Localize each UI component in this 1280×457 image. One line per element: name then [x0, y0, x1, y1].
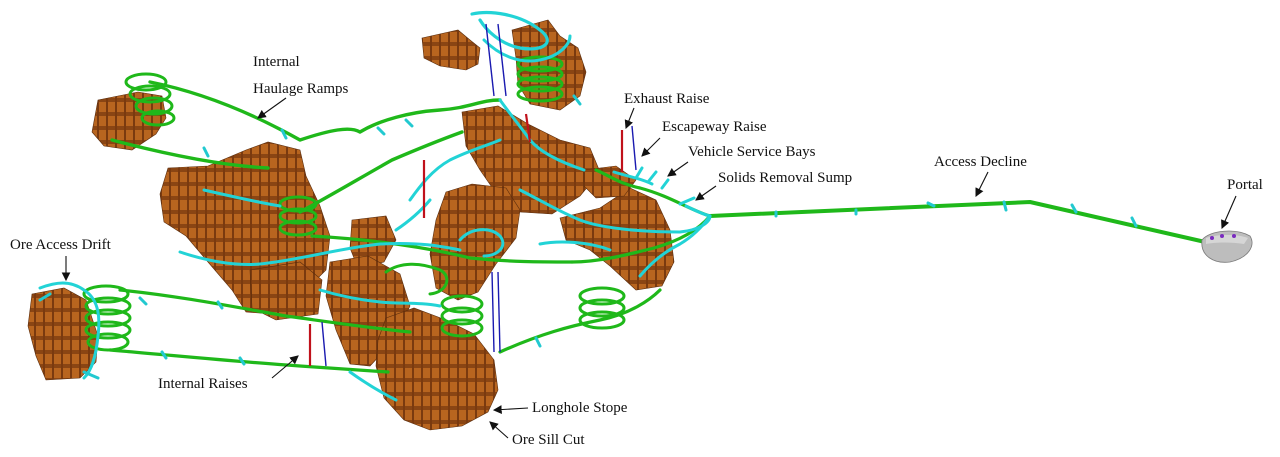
drift-network — [38, 10, 712, 402]
stub — [82, 370, 100, 380]
drift-service-bay — [612, 166, 696, 206]
drift-left-upper — [202, 188, 282, 208]
label-escapeway-raise: Escapeway Raise — [662, 119, 767, 135]
stub — [202, 146, 210, 158]
stub — [572, 94, 582, 106]
stub — [1002, 200, 1008, 212]
ramp-lower-left — [118, 288, 412, 334]
label-longhole-stope: Longhole Stope — [532, 400, 628, 416]
stub — [926, 201, 936, 208]
portal-face — [1206, 235, 1248, 244]
internal-haulage-ramp-upper — [148, 80, 502, 142]
label-exhaust-raise: Exhaust Raise — [624, 91, 710, 107]
portal — [1201, 230, 1253, 263]
drift-bottom-left — [38, 281, 101, 380]
drift-sump — [684, 204, 712, 218]
ramp-right-loop — [498, 288, 662, 354]
internal-raise-blue-top-b — [497, 23, 507, 97]
stope-left-lower — [249, 261, 323, 321]
crosscut-stubs — [38, 94, 1138, 380]
stub — [376, 126, 386, 136]
drift-bottom-center — [348, 370, 398, 402]
drift-right-low — [638, 214, 712, 278]
ramp-center-loop — [384, 262, 449, 296]
label-solids-removal-sump: Solids Removal Sump — [718, 170, 852, 186]
arrow-solids-removal-sump — [695, 185, 717, 201]
stub — [216, 300, 224, 310]
internal-raise-blue-mid-b — [497, 271, 501, 353]
arrow-exhaust-raise — [624, 107, 635, 130]
spiral-center-bottom — [440, 294, 484, 338]
drift-top-2 — [482, 34, 572, 63]
arrow-ore-sill-cut — [489, 421, 509, 439]
stub — [1130, 216, 1138, 228]
drift-top — [470, 10, 549, 51]
portal-marker — [1220, 234, 1224, 238]
portal-marker — [1210, 236, 1214, 240]
stope-left-small — [91, 91, 167, 151]
access-decline-path — [708, 200, 1216, 246]
escapeway-raise — [631, 125, 637, 171]
drift-lower — [318, 288, 442, 308]
spiral-top-left — [124, 72, 176, 127]
arrow-internal-haulage-ramps — [257, 97, 287, 119]
stope-right — [559, 187, 675, 291]
ramp-network — [108, 80, 1216, 374]
drift-mid-cross-2 — [394, 198, 432, 232]
label-internal-haulage-ramps-2: Haulage Ramps — [253, 81, 349, 97]
stope-group — [27, 19, 675, 431]
spiral-top-right — [516, 55, 564, 103]
stope-top-center — [421, 29, 481, 71]
stub — [534, 336, 542, 348]
stub — [1070, 203, 1078, 214]
stub — [38, 292, 52, 302]
arrow-internal-raises — [271, 355, 299, 379]
ramp-mid-left — [310, 234, 574, 264]
stub — [280, 128, 288, 140]
stub — [238, 356, 246, 366]
longhole-stope — [375, 307, 499, 431]
internal-raise-blue-mid-a — [491, 271, 495, 353]
internal-raise-blue-top-a — [485, 23, 495, 97]
arrow-access-decline — [975, 171, 989, 197]
spiral-ramps — [82, 55, 626, 352]
arrow-escapeway-raise — [641, 137, 661, 157]
ramp-to-center — [298, 130, 464, 214]
arrow-portal — [1221, 195, 1237, 230]
internal-raise-blue-lower — [321, 321, 327, 367]
label-ore-access-drift: Ore Access Drift — [10, 237, 112, 253]
spiral-left-mid — [278, 195, 318, 237]
drift-mid-cross — [408, 138, 502, 202]
arrow-longhole-stope — [492, 405, 529, 414]
annotations: Internal Haulage Ramps Exhaust Raise Esc… — [10, 54, 1263, 448]
label-portal: Portal — [1227, 177, 1263, 193]
stub — [160, 350, 168, 360]
stope-center-mid — [429, 183, 521, 301]
drift-center-loop — [458, 228, 505, 258]
label-ore-sill-cut: Ore Sill Cut — [512, 432, 585, 448]
label-vehicle-service-bays: Vehicle Service Bays — [688, 144, 816, 160]
spiral-right — [578, 286, 626, 330]
internal-raise-red-top — [524, 113, 532, 143]
label-access-decline: Access Decline — [934, 154, 1027, 170]
internal-haulage-ramp-left — [110, 138, 270, 170]
label-internal-raises: Internal Raises — [158, 376, 248, 392]
drift-center-c — [538, 240, 612, 252]
spiral-bottom-left — [82, 284, 132, 352]
drift-left-mid — [178, 241, 462, 266]
raises — [308, 23, 637, 367]
stub — [138, 296, 148, 306]
label-internal-haulage-ramps-1: Internal — [253, 54, 300, 70]
stub — [404, 118, 414, 128]
arrow-vehicle-service-bays — [667, 161, 689, 177]
portal-marker — [1232, 234, 1236, 238]
